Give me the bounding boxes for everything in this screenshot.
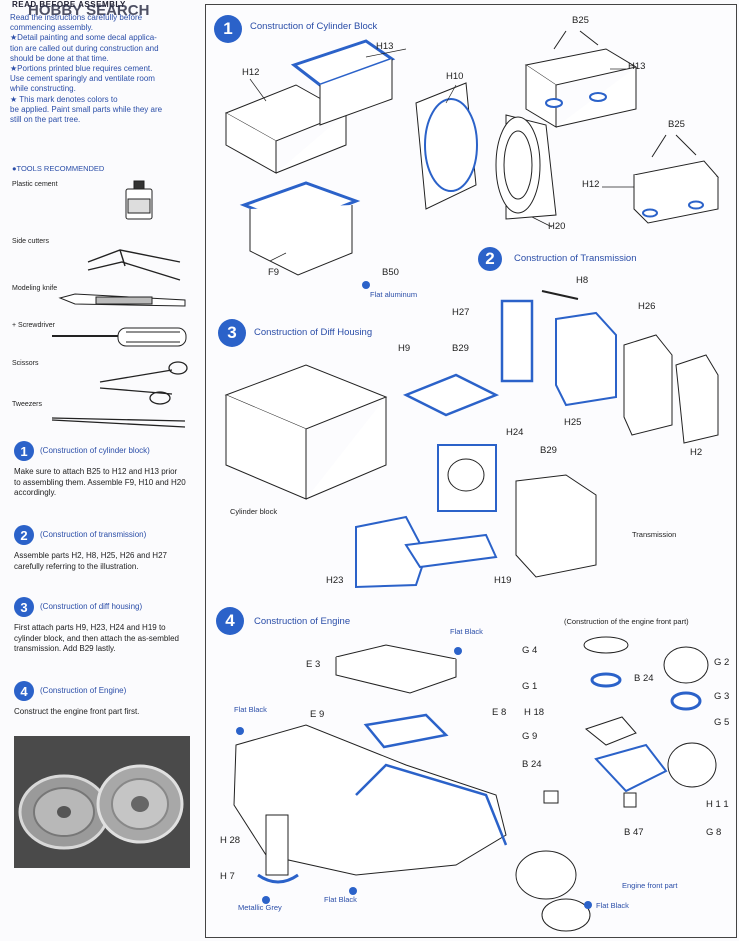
- tool-label: + Screwdriver: [12, 322, 55, 329]
- scissors-icon: [99, 361, 188, 405]
- diff-housing-drawing: [224, 364, 597, 589]
- part-label: B29: [452, 343, 469, 354]
- intro-text: Read the instructions carefully before c…: [10, 13, 163, 125]
- read-before-header: READ BEFORE ASSEMBLY: [12, 0, 126, 9]
- part-label: B25: [572, 15, 589, 26]
- step-1-instructions: 1 (Construction of cylinder block) Make …: [14, 441, 186, 501]
- part-label: B50: [382, 267, 399, 278]
- side-cutters-icon: [87, 249, 181, 281]
- instructions-column: READ BEFORE ASSEMBLY HOBBY SEARCH Read t…: [0, 0, 200, 941]
- step-2-instructions: 2 (Construction of transmission) Assembl…: [14, 525, 184, 585]
- part-label: B 47: [624, 827, 644, 838]
- paint-note: Flat Black: [596, 901, 629, 910]
- cylinder-block-detail-drawing: [524, 30, 719, 224]
- part-label: H 7: [220, 871, 235, 882]
- part-label: G 2: [714, 657, 730, 668]
- part-label: B25: [668, 119, 685, 130]
- section-2-number: 2: [478, 247, 502, 271]
- part-label: F9: [268, 267, 280, 278]
- paint-note: Metallic Grey: [238, 903, 282, 912]
- paint-note: Flat Black: [234, 705, 267, 714]
- section-3-number: 3: [218, 319, 246, 347]
- tweezers-icon: [51, 417, 186, 428]
- part-label: Cylinder block: [230, 507, 278, 516]
- part-label: H20: [548, 221, 566, 232]
- part-label: H24: [506, 427, 524, 438]
- watermark: HOBBY SEARCH: [28, 2, 150, 19]
- part-label: E 3: [306, 659, 321, 670]
- part-label: H12: [582, 179, 600, 190]
- part-label: H 18: [524, 707, 545, 718]
- part-label: G 4: [522, 645, 538, 656]
- part-label: G 9: [522, 731, 538, 742]
- part-label: H9: [398, 343, 411, 354]
- paint-note: Flat aluminum: [370, 290, 418, 299]
- transmission-drawing: [500, 290, 719, 444]
- section-4-number: 4: [216, 607, 244, 635]
- paint-note: Flat Black: [450, 627, 483, 636]
- part-label: H13: [628, 61, 646, 72]
- part-label: G 3: [714, 691, 730, 702]
- part-label: E 9: [310, 709, 325, 720]
- tools-illustration: [51, 180, 188, 428]
- part-label: H23: [326, 575, 344, 586]
- part-label: G 1: [522, 681, 538, 692]
- part-label: H 28: [220, 835, 241, 846]
- section-1-number: 1: [214, 15, 242, 43]
- part-label: H12: [242, 67, 260, 78]
- paint-color-marker-icon: [236, 281, 592, 909]
- part-label: Engine front part: [622, 881, 678, 890]
- tool-label: Side cutters: [12, 238, 49, 245]
- section-3-title: Construction of Diff Housing: [254, 327, 373, 338]
- assembly-diagram-panel: 1 Construction of Cylinder Block 2 Const…: [205, 4, 737, 938]
- section-4-title: Construction of Engine: [254, 616, 351, 627]
- screwdriver-icon: [52, 327, 187, 347]
- tools-heading: ●TOOLS RECOMMENDED: [12, 164, 105, 173]
- section-1-title: Construction of Cylinder Block: [250, 21, 378, 32]
- part-label: B 24: [634, 673, 654, 684]
- tool-label: Modeling knife: [12, 285, 58, 292]
- part-label: H27: [452, 307, 470, 318]
- part-label: H25: [564, 417, 582, 428]
- part-label: H10: [446, 71, 464, 82]
- assembly-drawings: [224, 30, 719, 932]
- caption: (Construction of the engine front part): [564, 617, 689, 626]
- step-3-instructions: 3 (Construction of diff housing) First a…: [14, 597, 184, 667]
- part-label: B 24: [522, 759, 542, 770]
- part-label: H 1 1: [706, 799, 729, 810]
- modeling-knife-icon: [58, 293, 186, 307]
- part-label: H26: [638, 301, 656, 312]
- part-label: B29: [540, 445, 557, 456]
- part-label: H19: [494, 575, 512, 586]
- tool-label: Scissors: [12, 360, 39, 367]
- engine-drawing: [233, 636, 717, 932]
- leader-lines: [249, 48, 634, 262]
- part-label: G 8: [706, 827, 722, 838]
- paint-note: Flat Black: [324, 895, 357, 904]
- cylinder-block-drawing: [224, 39, 557, 276]
- part-label: G 5: [714, 717, 730, 728]
- engine-pulley-photo: [14, 736, 190, 868]
- cement-bottle-icon: [125, 180, 153, 220]
- tool-label: Plastic cement: [12, 181, 58, 188]
- tool-label: Tweezers: [12, 401, 42, 408]
- section-2-title: Construction of Transmission: [514, 253, 637, 264]
- part-label: H8: [576, 275, 589, 286]
- part-label: Transmission: [632, 530, 677, 539]
- part-label: H13: [376, 41, 394, 52]
- part-label: E 8: [492, 707, 507, 718]
- step-4-instructions: 4 (Construction of Engine) Construct the…: [14, 681, 184, 731]
- part-label: H2: [690, 447, 703, 458]
